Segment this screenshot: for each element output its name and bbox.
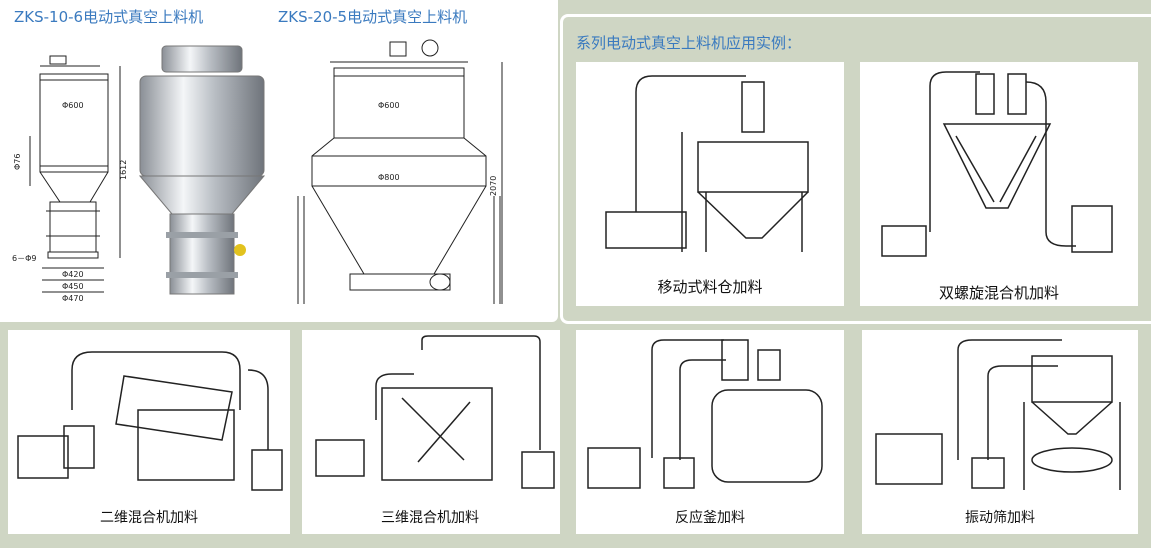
dim-a-h1612: 1612 bbox=[119, 160, 128, 180]
dim-a-d600: Φ600 bbox=[62, 101, 84, 110]
dim-a-d470: Φ470 bbox=[62, 294, 84, 303]
model-a-photo-illustration bbox=[138, 45, 266, 295]
example-three-d-mixer: 三维混合机加料 bbox=[302, 330, 560, 534]
example-vibrating-sieve: 振动筛加料 bbox=[862, 330, 1138, 534]
dim-b-d800: Φ800 bbox=[378, 173, 400, 182]
example-mobile-hopper: 移动式料仓加料 bbox=[576, 62, 844, 306]
dim-b-d600: Φ600 bbox=[378, 101, 400, 110]
model-a-drawing: Φ600 Φ76 1612 6－Φ9 Φ420 Φ450 Φ470 bbox=[10, 36, 136, 306]
vibrating-sieve-illustration: 振动筛加料 bbox=[875, 339, 1121, 526]
three-d-mixer-illustration: 三维混合机加料 bbox=[315, 335, 555, 526]
two-d-mixer-illustration: 二维混合机加料 bbox=[17, 351, 283, 526]
double-screw-illustration: 双螺旋混合机加料 bbox=[881, 71, 1113, 302]
example-reactor: 反应釜加料 bbox=[576, 330, 844, 534]
reactor-illustration: 反应釜加料 bbox=[587, 339, 823, 526]
dim-a-d76: Φ76 bbox=[13, 154, 22, 170]
dim-a-d450: Φ450 bbox=[62, 282, 84, 291]
model-a-photo bbox=[132, 36, 272, 306]
mobile-hopper-illustration: 移动式料仓加料 bbox=[605, 75, 809, 296]
caption-two-d-mixer: 二维混合机加料 bbox=[100, 510, 198, 526]
model-a-dimension-drawing: Φ600 Φ76 1612 6－Φ9 Φ420 Φ450 Φ470 bbox=[12, 55, 128, 303]
dim-a-holes: 6－Φ9 bbox=[12, 254, 36, 263]
model-a-title: ZKS-10-6电动式真空上料机 bbox=[14, 8, 204, 26]
example-double-screw: 双螺旋混合机加料 bbox=[860, 62, 1138, 306]
model-b-drawing: Φ600 Φ800 2070 bbox=[290, 36, 510, 306]
dim-b-h2070: 2070 bbox=[489, 176, 498, 196]
caption-vibrating-sieve: 振动筛加料 bbox=[965, 510, 1035, 526]
caption-three-d-mixer: 三维混合机加料 bbox=[381, 510, 479, 526]
dim-a-d420: Φ420 bbox=[62, 270, 84, 279]
model-b-title: ZKS-20-5电动式真空上料机 bbox=[278, 8, 468, 26]
caption-mobile-hopper: 移动式料仓加料 bbox=[657, 278, 762, 296]
example-two-d-mixer: 二维混合机加料 bbox=[8, 330, 290, 534]
examples-panel bbox=[560, 14, 1151, 324]
caption-double-screw: 双螺旋混合机加料 bbox=[939, 284, 1059, 302]
examples-title: 系列电动式真空上料机应用实例： bbox=[576, 34, 802, 52]
caption-reactor: 反应釜加料 bbox=[675, 509, 745, 526]
model-b-dimension-drawing: Φ600 Φ800 2070 bbox=[297, 39, 503, 304]
